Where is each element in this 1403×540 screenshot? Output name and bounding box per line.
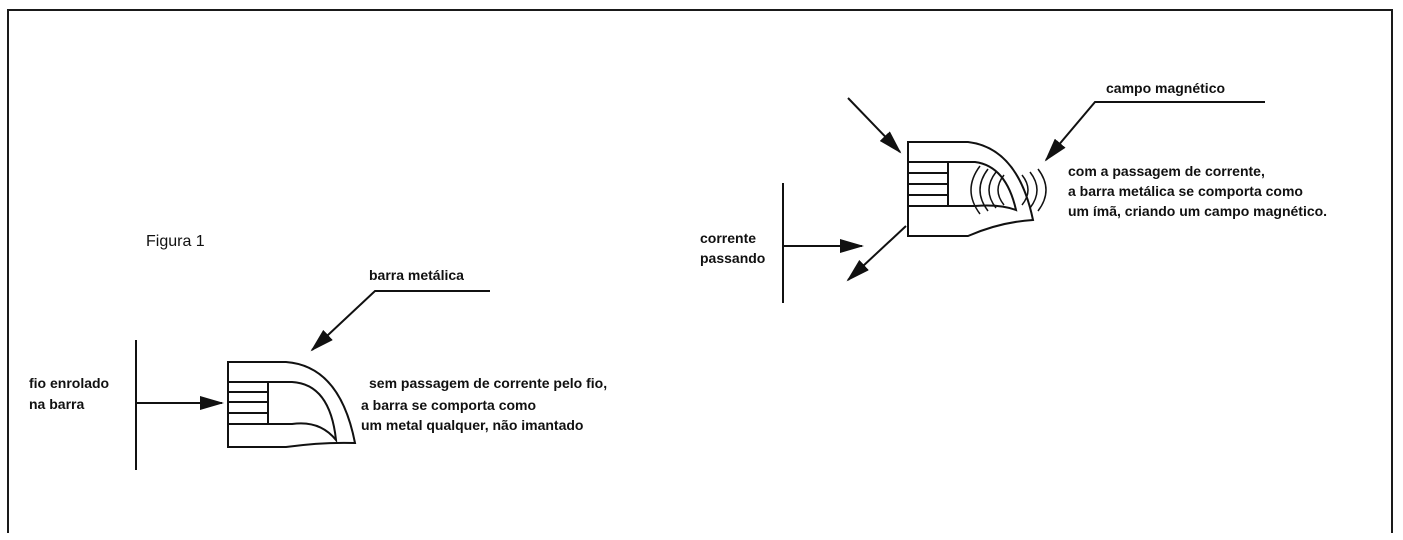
right-description-line1: com a passagem de corrente, [1068,163,1265,179]
figure-label: Figura 1 [146,233,205,250]
left-diagram [135,290,490,470]
right-diagram [782,97,1265,303]
left-description-line1: sem passagem de corrente pelo fio, [369,375,608,391]
figure-frame [7,9,1393,533]
current-out-arrow [846,225,907,282]
left-description-line2: a barra se comporta como [361,397,537,413]
current-in-arrow [847,97,902,154]
wire-label-line2: na barra [29,396,85,412]
magnetic-field-arcs [970,165,1047,215]
right-description-line3: um ímã, criando um campo magnético. [1068,203,1328,219]
current-label-line1: corrente [700,230,757,246]
bar-label-pointer [310,290,490,352]
field-label: campo magnético [1106,80,1226,96]
bar-label: barra metálica [369,267,464,283]
field-label-pointer [1044,101,1265,162]
wire-label-line1: fio enrolado [29,375,110,391]
right-description-line2: a barra metálica se comporta como [1068,183,1303,199]
current-label-line2: passando [700,250,766,266]
metal-bar-inner-right [947,161,1018,212]
metal-bar-outer-right [907,141,1035,237]
left-description-line3: um metal qualquer, não imantado [361,417,584,433]
metal-bar-inner-left [267,381,338,444]
metal-bar-outer-left [227,361,357,448]
